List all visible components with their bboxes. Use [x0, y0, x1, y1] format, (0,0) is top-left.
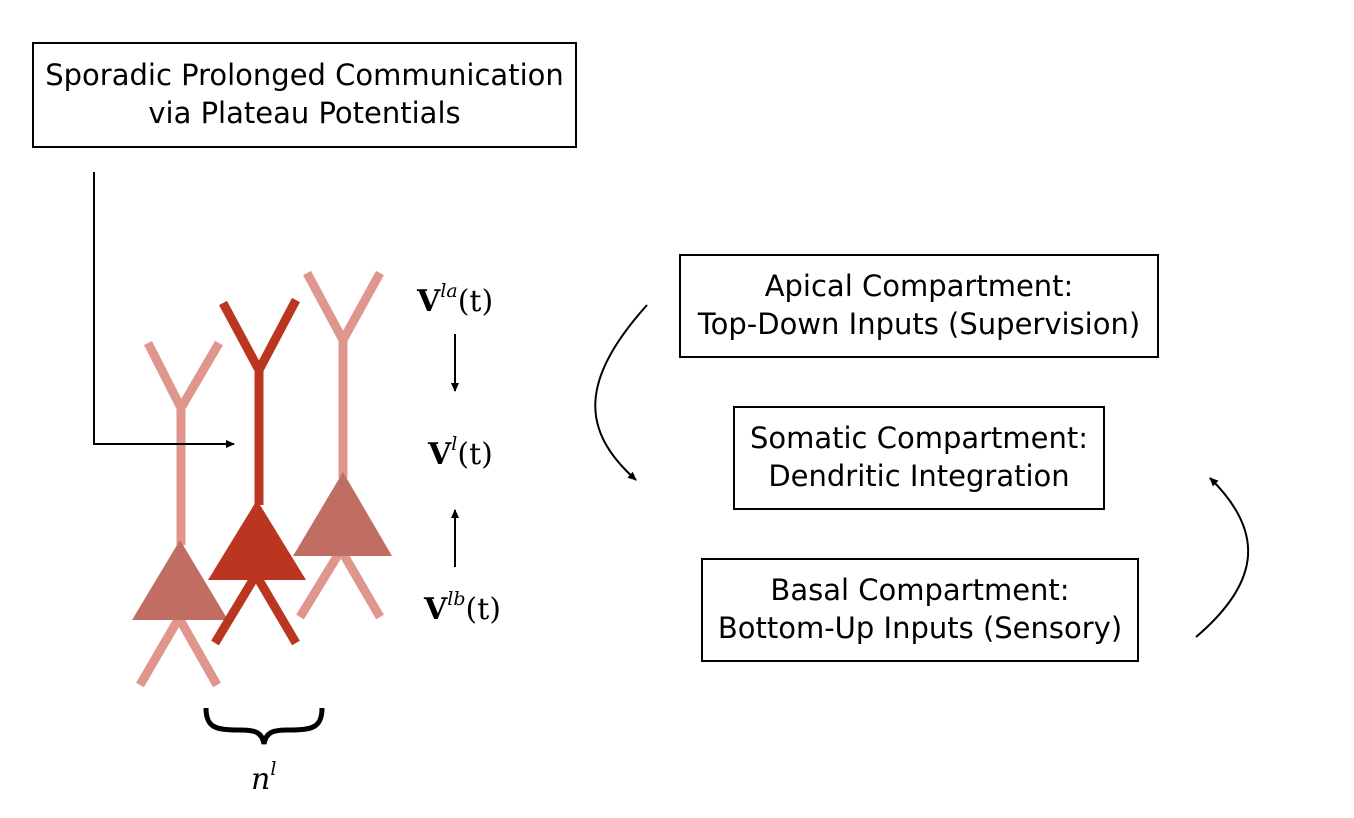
apical-voltage-label: Vla(t) [417, 280, 493, 319]
curved-arrow-apical-to-somatic [594, 304, 648, 481]
neuron-count-label: nl [251, 758, 276, 797]
basal-voltage-label: Vlb(t) [424, 588, 501, 627]
basal-line-1: Basal Compartment: [770, 573, 1070, 608]
neuron-count-symbol: n [251, 762, 271, 797]
basal-voltage-symbol: V [424, 592, 448, 627]
soma-right [293, 472, 392, 556]
neuron-count-superscript: l [270, 758, 277, 780]
plateau-line-2: via Plateau Potentials [148, 96, 461, 130]
somatic-line-2: Dendritic Integration [768, 459, 1070, 493]
apical-compartment-box: Apical Compartment: Top-Down Inputs (Sup… [679, 254, 1159, 358]
neuron-middle [211, 297, 300, 646]
soma-left [132, 540, 228, 620]
apical-voltage-superscript: la [440, 280, 458, 302]
basal-voltage-argument: (t) [465, 592, 501, 627]
plateau-arrow [93, 172, 235, 448]
underbrace [203, 707, 325, 745]
somatic-compartment-box: Somatic Compartment: Dendritic Integrati… [733, 406, 1105, 510]
plateau-potentials-box: Sporadic Prolonged Communication via Pla… [32, 42, 577, 148]
apical-voltage-argument: (t) [457, 284, 494, 319]
somatic-voltage-symbol: V [428, 437, 452, 472]
somatic-voltage-superscript: l [451, 433, 458, 455]
neuron-right [296, 270, 384, 620]
apical-line-2: Top-Down Inputs (Supervision) [697, 307, 1141, 341]
apical-voltage-symbol: V [417, 284, 441, 319]
somatic-voltage-label: Vl(t) [428, 433, 493, 472]
soma-middle [208, 500, 306, 580]
basal-line-2: Bottom-Up Inputs (Sensory) [717, 611, 1123, 645]
curved-arrow-basal-to-somatic [1195, 477, 1250, 638]
somatic-voltage-argument: (t) [457, 437, 493, 472]
basal-voltage-superscript: lb [447, 588, 466, 610]
somatic-line-1: Somatic Compartment: [749, 421, 1089, 456]
plateau-line-1: Sporadic Prolonged Communication [45, 58, 564, 93]
basal-compartment-box: Basal Compartment: Bottom-Up Inputs (Sen… [701, 558, 1139, 662]
neuron-left [136, 340, 223, 688]
apical-line-1: Apical Compartment: [764, 269, 1074, 304]
